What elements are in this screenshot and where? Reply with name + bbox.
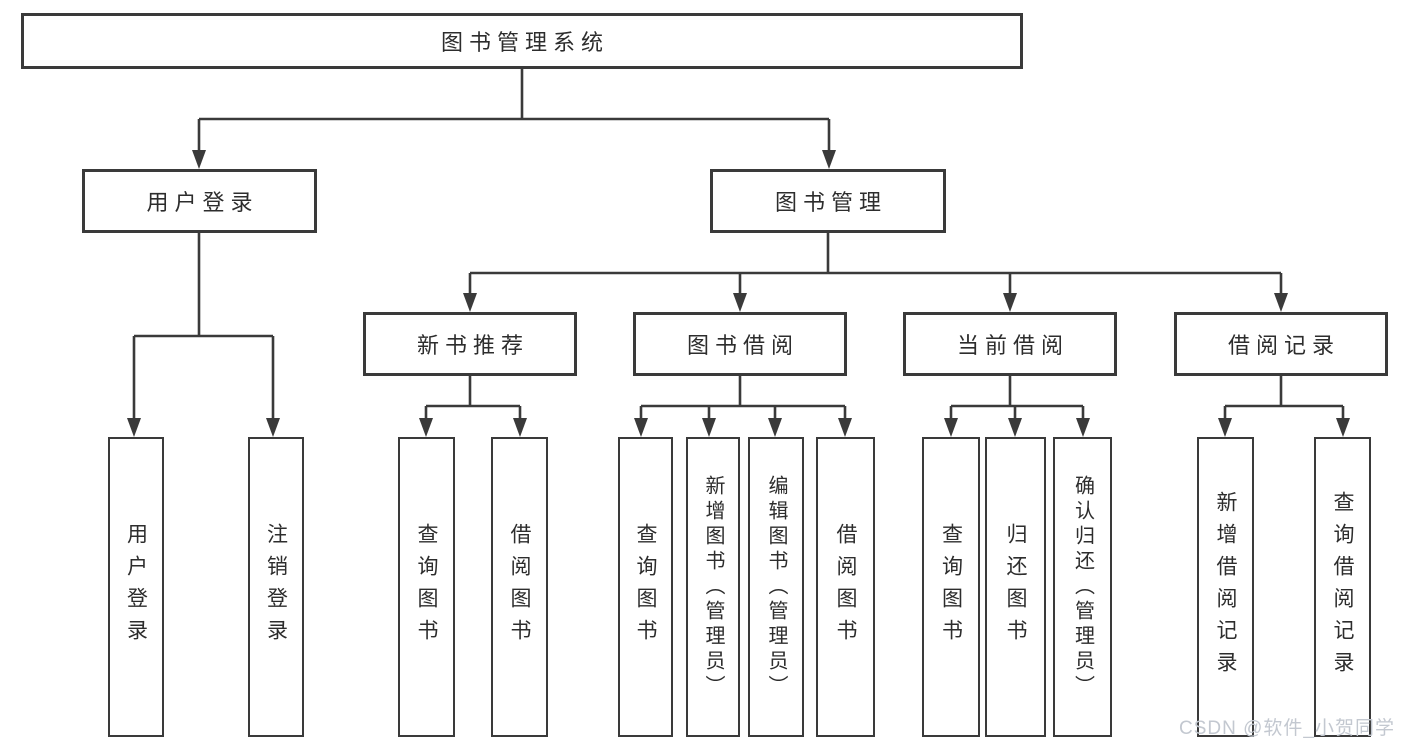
node-user-login: 用户登录 — [82, 169, 317, 233]
leaf-add-book-admin: 新增图书（管理员） — [686, 437, 740, 737]
leaf-query-borrow-record: 查询借阅记录 — [1314, 437, 1371, 737]
leaf-label: 新增图书（管理员） — [702, 474, 724, 700]
leaf-label: 编辑图书（管理员） — [765, 474, 787, 700]
leaf-label: 借阅图书 — [508, 523, 531, 651]
leaf-label: 新增借阅记录 — [1214, 491, 1237, 683]
leaf-borrow-books-recommend: 借阅图书 — [491, 437, 548, 737]
leaf-label: 确认归还（管理员） — [1071, 474, 1094, 700]
leaf-user-login: 用户登录 — [108, 437, 164, 737]
leaf-query-books-current: 查询图书 — [922, 437, 980, 737]
node-label: 图书管理系统 — [440, 30, 609, 55]
node-label: 用户登录 — [146, 190, 259, 215]
leaf-query-books-borrow: 查询图书 — [618, 437, 673, 737]
leaf-label: 查询图书 — [939, 523, 963, 651]
leaf-label: 查询借阅记录 — [1331, 491, 1354, 683]
node-current-borrowing: 当前借阅 — [903, 312, 1117, 376]
node-book-borrowing: 图书借阅 — [633, 312, 847, 376]
leaf-label: 用户登录 — [124, 523, 148, 651]
leaf-query-books-recommend: 查询图书 — [398, 437, 455, 737]
leaf-borrow-books: 借阅图书 — [816, 437, 875, 737]
csdn-watermark: CSDN @软件_小贺同学 — [1179, 718, 1395, 739]
leaf-logout: 注销登录 — [248, 437, 304, 737]
leaf-label: 注销登录 — [264, 523, 288, 651]
leaf-label: 查询图书 — [415, 523, 438, 651]
node-borrowing-records: 借阅记录 — [1174, 312, 1388, 376]
leaf-add-borrow-record: 新增借阅记录 — [1197, 437, 1254, 737]
node-library-management-system: 图书管理系统 — [21, 13, 1023, 69]
node-label: 当前借阅 — [956, 333, 1069, 358]
leaf-return-book: 归还图书 — [985, 437, 1046, 737]
leaf-label: 归还图书 — [1004, 523, 1027, 651]
node-label: 借阅记录 — [1227, 333, 1340, 358]
leaf-label: 借阅图书 — [834, 523, 857, 651]
node-label: 图书管理 — [774, 190, 887, 215]
node-new-book-recommendation: 新书推荐 — [363, 312, 577, 376]
node-book-management: 图书管理 — [710, 169, 946, 233]
leaf-label: 查询图书 — [634, 523, 657, 651]
node-label: 图书借阅 — [686, 333, 799, 358]
leaf-edit-book-admin: 编辑图书（管理员） — [748, 437, 804, 737]
leaf-confirm-return-admin: 确认归还（管理员） — [1053, 437, 1112, 737]
node-label: 新书推荐 — [416, 333, 529, 358]
